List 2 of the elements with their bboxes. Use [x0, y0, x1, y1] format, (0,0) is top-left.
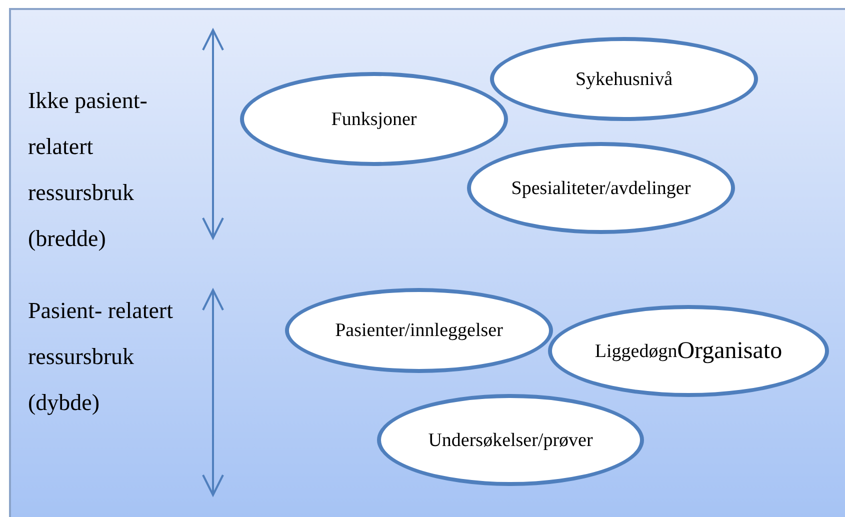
side-label: Pasient- relatert ressursbruk (dybde): [28, 297, 174, 417]
side-label: Ikke pasient- relatert ressursbruk (bredde): [28, 87, 148, 253]
